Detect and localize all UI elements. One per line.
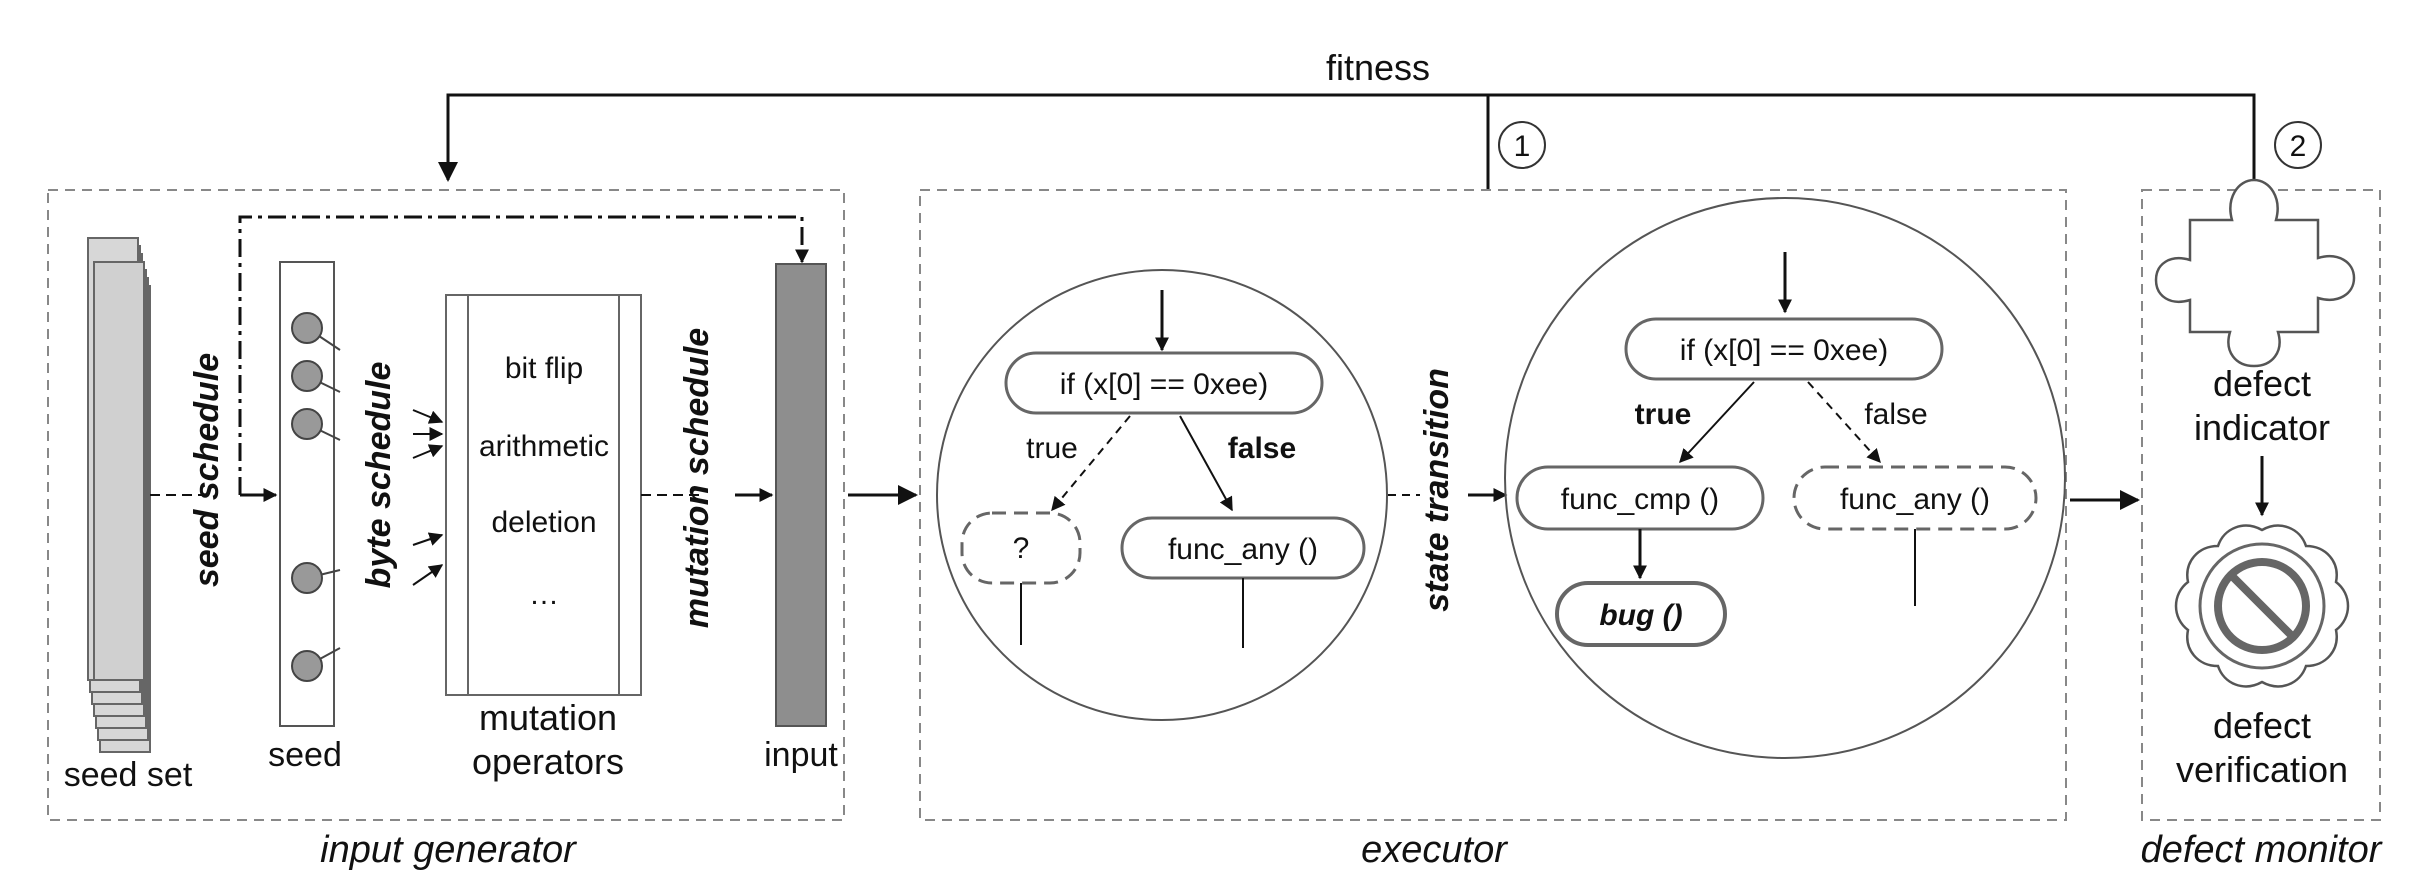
right-bug-node — [1555, 581, 1727, 647]
right-condition-node — [1624, 317, 1944, 381]
operators-caption-2: operators — [472, 741, 624, 782]
left-unknown-text: ? — [1013, 532, 1030, 565]
byte-schedule-arrows — [412, 409, 444, 586]
mutation-operators-box — [445, 294, 642, 696]
seed-set-label: seed set — [64, 756, 193, 794]
left-true-label: true — [1026, 432, 1078, 465]
right-state-circle — [1504, 197, 2066, 759]
right-true-label: true — [1635, 398, 1692, 431]
left-unknown-node — [960, 511, 1082, 585]
input-generator-box — [47, 189, 845, 821]
input-label: input — [764, 736, 838, 774]
input-block — [775, 263, 827, 727]
seed-schedule-loop — [238, 215, 809, 495]
left-state-circle — [936, 269, 1388, 721]
seed-schedule-label: seed schedule — [188, 353, 226, 587]
operators-caption-1: mutation — [479, 697, 617, 738]
executor-title: executor — [1361, 829, 1508, 871]
fitness-label: fitness — [1326, 47, 1430, 88]
right-any-text: func_any () — [1840, 483, 1990, 516]
mutation-schedule-label: mutation schedule — [678, 328, 716, 628]
left-func-text: func_any () — [1168, 533, 1318, 566]
state-transition-label: state transition — [1418, 368, 1456, 612]
operator-arithmetic: arithmetic — [479, 430, 609, 463]
right-cmp-text: func_cmp () — [1561, 483, 1719, 516]
right-false-edge — [1807, 381, 1881, 464]
left-true-edge — [1051, 415, 1131, 512]
left-condition-node — [1004, 351, 1324, 415]
puzzle-piece-icon — [2154, 178, 2356, 368]
operator-bit-flip: bit flip — [505, 352, 583, 385]
left-false-edge — [1179, 415, 1233, 512]
executor-box — [919, 189, 2067, 821]
marker-2: 2 — [2274, 121, 2322, 169]
svg-text:2: 2 — [2290, 130, 2307, 163]
left-condition-text: if (x[0] == 0xee) — [1060, 368, 1268, 401]
seed-set-stack — [87, 237, 151, 753]
input-generator-title: input generator — [320, 829, 577, 871]
defect-indicator-line1: defect — [2213, 363, 2311, 404]
seed-bytes — [291, 312, 341, 682]
right-false-label: false — [1864, 398, 1927, 431]
defect-indicator-line2: indicator — [2194, 407, 2330, 448]
operator-ellipsis: … — [529, 578, 559, 611]
byte-schedule-label: byte schedule — [360, 362, 398, 589]
right-bug-text: bug () — [1599, 599, 1682, 632]
prohibited-badge-icon — [2174, 524, 2350, 688]
right-any-node — [1792, 465, 2038, 531]
defect-verification-line2: verification — [2176, 749, 2348, 790]
right-true-edge — [1679, 381, 1755, 464]
defect-verification-line1: defect — [2213, 705, 2311, 746]
operator-deletion: deletion — [491, 506, 596, 539]
defect-monitor-title: defect monitor — [2141, 829, 2383, 871]
marker-1: 1 — [1498, 121, 1546, 169]
right-condition-text: if (x[0] == 0xee) — [1680, 334, 1888, 367]
left-false-label: false — [1228, 432, 1296, 465]
svg-text:1: 1 — [1514, 130, 1531, 163]
fitness-feedback — [438, 93, 2256, 190]
seed-label: seed — [268, 736, 342, 774]
